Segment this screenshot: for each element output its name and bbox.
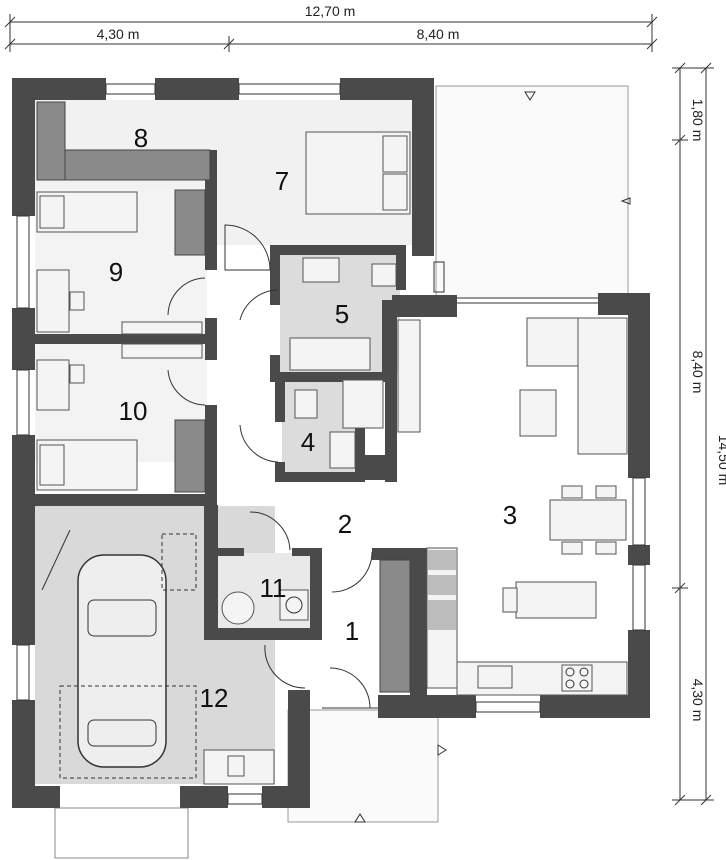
room-labels: 1 2 3 4 5 7 8 9 10 11 12 [109,123,517,713]
room-label-4: 4 [301,427,315,457]
room-label-12: 12 [200,683,229,713]
doors [167,224,378,709]
room-label-11: 11 [260,573,287,603]
dim-total-depth: 14,50 m [716,435,726,486]
room-label-2: 2 [338,509,352,539]
room-label-9: 9 [109,257,123,287]
room-label-8: 8 [134,123,148,153]
dim-top-depth: 1,80 m [690,99,706,142]
dim-left-width: 4,30 m [97,26,140,42]
room-label-10: 10 [119,396,148,426]
room-label-1: 1 [345,616,359,646]
dimension-lines [4,14,714,806]
room-label-7: 7 [275,166,289,196]
walls [12,78,650,808]
entrance-arrows [354,91,631,823]
room-label-3: 3 [503,500,517,530]
room-label-5: 5 [335,299,349,329]
dim-total-width: 12,70 m [305,3,356,19]
dim-middle-depth: 8,40 m [690,351,706,394]
furniture [36,101,628,785]
dim-bottom-depth: 4,30 m [690,679,706,722]
dimension-labels: 12,70 m 4,30 m 8,40 m 1,80 m 8,40 m 4,30… [97,3,726,721]
dim-right-width: 8,40 m [417,26,460,42]
windows [16,83,646,805]
